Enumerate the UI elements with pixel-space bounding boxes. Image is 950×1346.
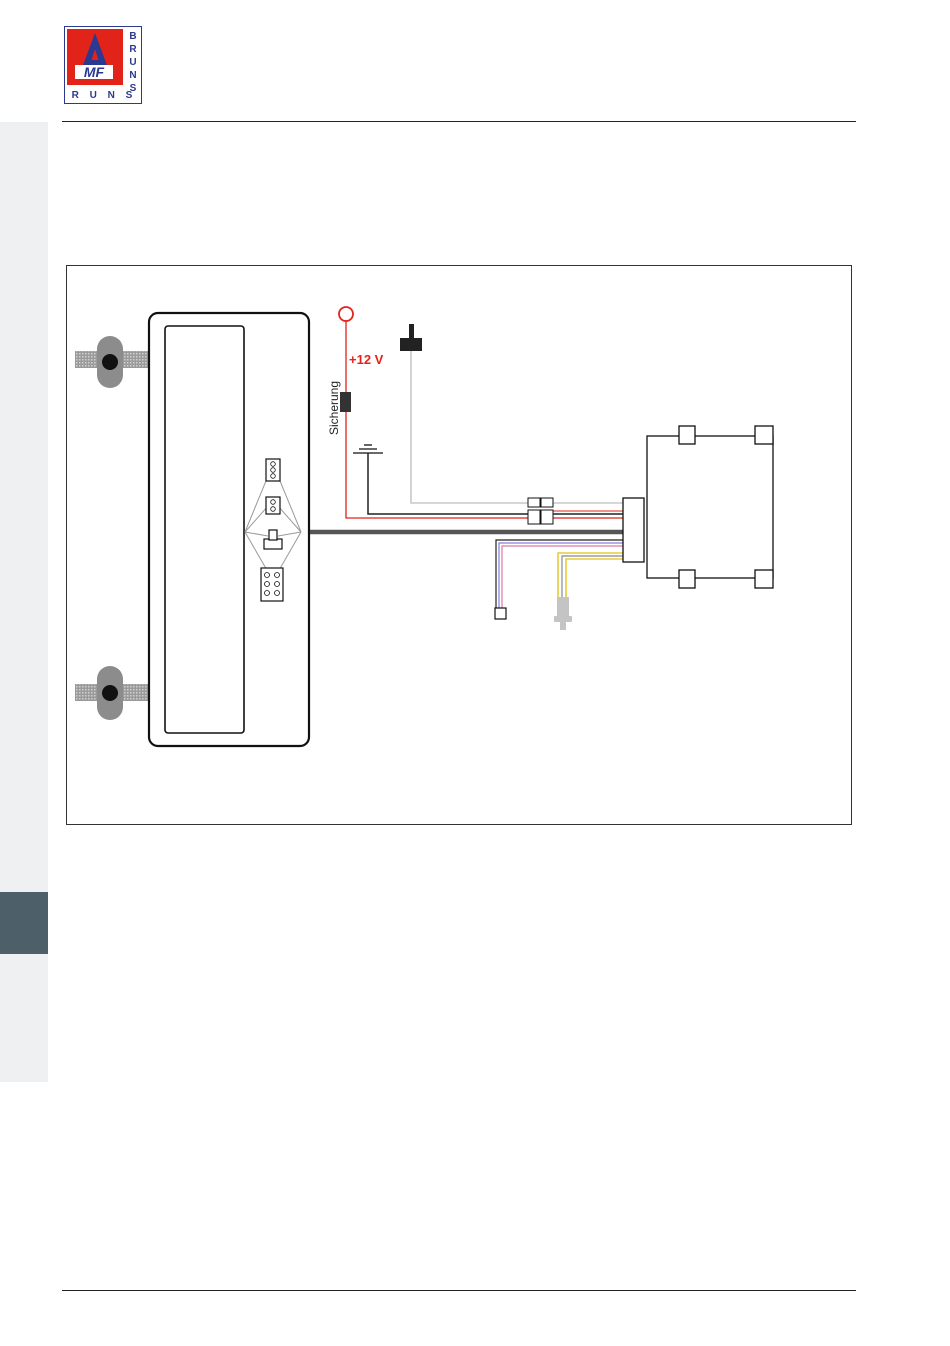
connector-3pin — [266, 459, 280, 481]
power-terminal-icon — [339, 307, 353, 321]
svg-text:R: R — [129, 44, 137, 55]
grey-plug-icon — [554, 597, 572, 630]
ground-wire — [368, 453, 623, 514]
mount-bracket-top — [75, 336, 149, 388]
section-tab[interactable] — [0, 892, 48, 954]
logo-wordmark-side: B R U N S — [129, 31, 137, 94]
power-wire — [346, 318, 623, 518]
svg-text:N: N — [129, 70, 136, 81]
svg-text:MF: MF — [84, 64, 105, 80]
connector-2pin — [266, 497, 280, 514]
small-connector-icon — [495, 608, 506, 619]
ground-symbol-icon — [353, 445, 383, 453]
svg-text:S: S — [130, 83, 137, 94]
footer-rule — [62, 1290, 856, 1291]
control-module — [623, 426, 773, 588]
power-label: +12 V — [349, 352, 384, 367]
wiring-diagram: +12 V Sicherung — [66, 265, 852, 825]
inline-connectors — [528, 498, 553, 524]
switch-plug-icon — [400, 324, 422, 351]
fuse-icon — [340, 392, 351, 412]
amf-bruns-logo: MF B R U N S B R U N S — [64, 26, 142, 104]
mount-bracket-bottom — [75, 666, 149, 720]
svg-text:U: U — [129, 57, 136, 68]
connector-6pin — [261, 568, 283, 601]
logo-wordmark-bottom: B R U N S — [64, 90, 136, 101]
signal-wire — [411, 351, 623, 503]
fuse-label: Sicherung — [327, 381, 341, 435]
svg-text:B: B — [129, 31, 136, 42]
display-unit — [149, 313, 309, 746]
header-rule — [62, 121, 856, 122]
